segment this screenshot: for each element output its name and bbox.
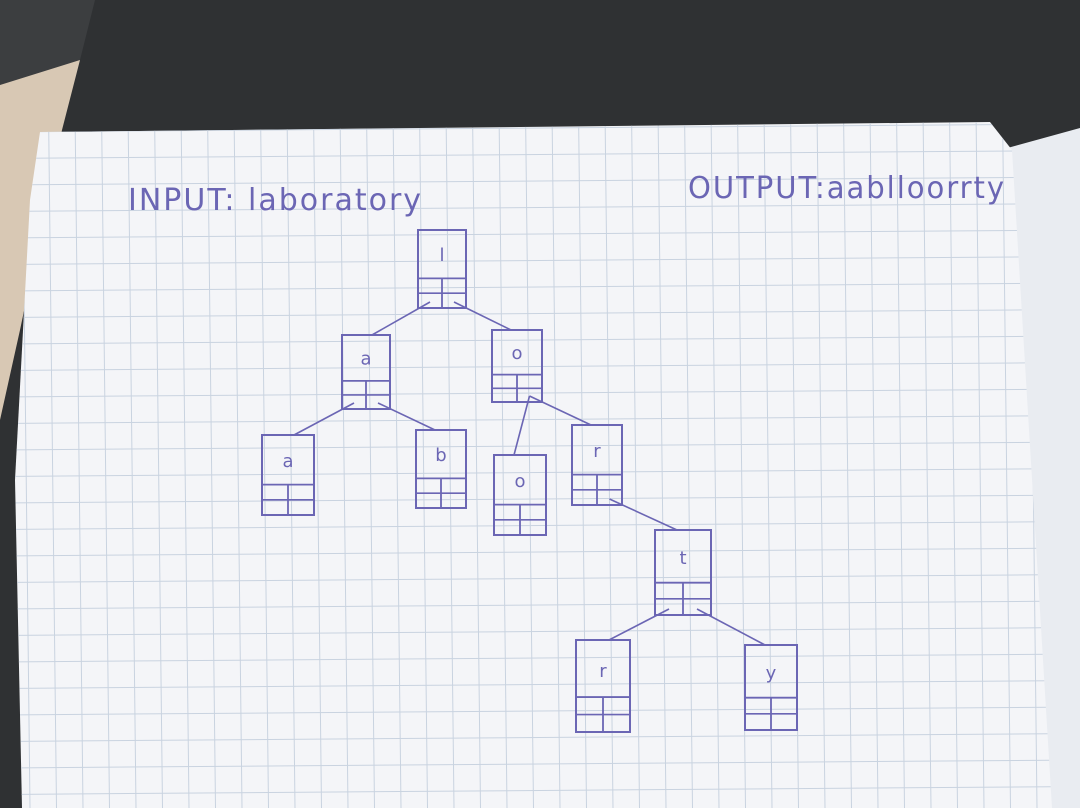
tree-edge [453, 301, 512, 331]
grid-line [15, 494, 1052, 504]
grid-line [15, 415, 1052, 424]
grid-line [445, 122, 455, 808]
grid-line [949, 122, 958, 808]
grid-line [101, 122, 110, 808]
grid-line [763, 122, 773, 808]
node-label: t [679, 548, 686, 569]
grid-line [472, 122, 481, 808]
tree-edge [529, 395, 592, 426]
grid-line [15, 123, 1052, 133]
tree-edge [371, 301, 431, 336]
grid-line [843, 122, 852, 808]
grid-line [710, 122, 720, 808]
grid-line [286, 122, 296, 808]
tree-edge [608, 608, 670, 641]
input-label: INPUT: laboratory [128, 183, 423, 218]
grid-line [15, 335, 1052, 345]
tree-node: l [417, 229, 467, 309]
grid-line [15, 759, 1052, 769]
node-label: l [439, 245, 444, 266]
node-label: o [514, 471, 525, 492]
tree-node: a [341, 334, 391, 410]
grid-line [525, 122, 534, 808]
node-label: a [360, 349, 371, 370]
grid-line [684, 122, 693, 808]
grid-line [816, 122, 826, 808]
grid-line [21, 122, 31, 808]
grid-line [15, 256, 1052, 265]
grid-line [15, 733, 1052, 742]
tree-node: t [654, 529, 712, 616]
grid-line [313, 122, 322, 808]
grid-line [1028, 122, 1038, 808]
grid-line [657, 122, 667, 808]
grid-line [74, 122, 84, 808]
grid-line [15, 627, 1052, 636]
node-label: r [593, 441, 601, 462]
grid-line [392, 122, 402, 808]
grid-line [15, 547, 1052, 557]
grid-line [15, 309, 1052, 318]
grid-line [180, 122, 190, 808]
grid-line [15, 574, 1052, 583]
grid-line [896, 122, 905, 808]
tree-node: o [493, 454, 547, 536]
grid-line [15, 150, 1052, 159]
grid-line [233, 122, 243, 808]
grid-line [260, 122, 269, 808]
grid-line [1056, 110, 1064, 808]
grid-line [366, 122, 375, 808]
grid-line [15, 282, 1052, 292]
tree-node: a [261, 434, 315, 516]
grid-line [15, 229, 1052, 239]
tree-node: r [575, 639, 631, 733]
node-label: o [511, 343, 522, 364]
grid-line [419, 122, 428, 808]
grid-line [498, 122, 508, 808]
output-label: OUTPUT:aablloorrty [688, 171, 1006, 206]
node-label: b [435, 445, 446, 466]
tree-nodes: l a o a b o r t r y [261, 229, 798, 733]
grid-line [15, 786, 1052, 795]
grid-line [15, 441, 1052, 451]
grid-line [127, 122, 137, 808]
grid-line [15, 521, 1052, 530]
tree-node: o [491, 329, 543, 403]
grid-line [207, 122, 216, 808]
grid-line [15, 176, 1052, 186]
tree-edge [513, 395, 531, 456]
grid-line [15, 388, 1052, 398]
tree-edge [377, 402, 436, 431]
grid-line [15, 600, 1052, 610]
grid-line [339, 122, 349, 808]
grid-line [154, 122, 163, 808]
node-label: a [282, 451, 293, 472]
tree-node: r [571, 424, 623, 506]
grid-line [15, 680, 1052, 689]
grid-line [551, 122, 561, 808]
grid-line [15, 362, 1052, 371]
grid-line [604, 122, 614, 808]
tree-node: b [415, 429, 467, 509]
grid-line [15, 653, 1052, 663]
grid-line [975, 122, 985, 808]
grid-line [1002, 122, 1011, 808]
grid-line [15, 203, 1052, 212]
grid-line [578, 122, 587, 808]
grid-line [869, 122, 879, 808]
grid-line [15, 706, 1052, 716]
grid-line [922, 122, 932, 808]
tree-edge [293, 402, 355, 436]
grid-line [48, 122, 57, 808]
grid-line [631, 122, 640, 808]
node-label: y [766, 663, 777, 684]
grid-line [15, 468, 1052, 477]
node-label: r [599, 661, 607, 682]
tree-node: y [744, 644, 798, 731]
